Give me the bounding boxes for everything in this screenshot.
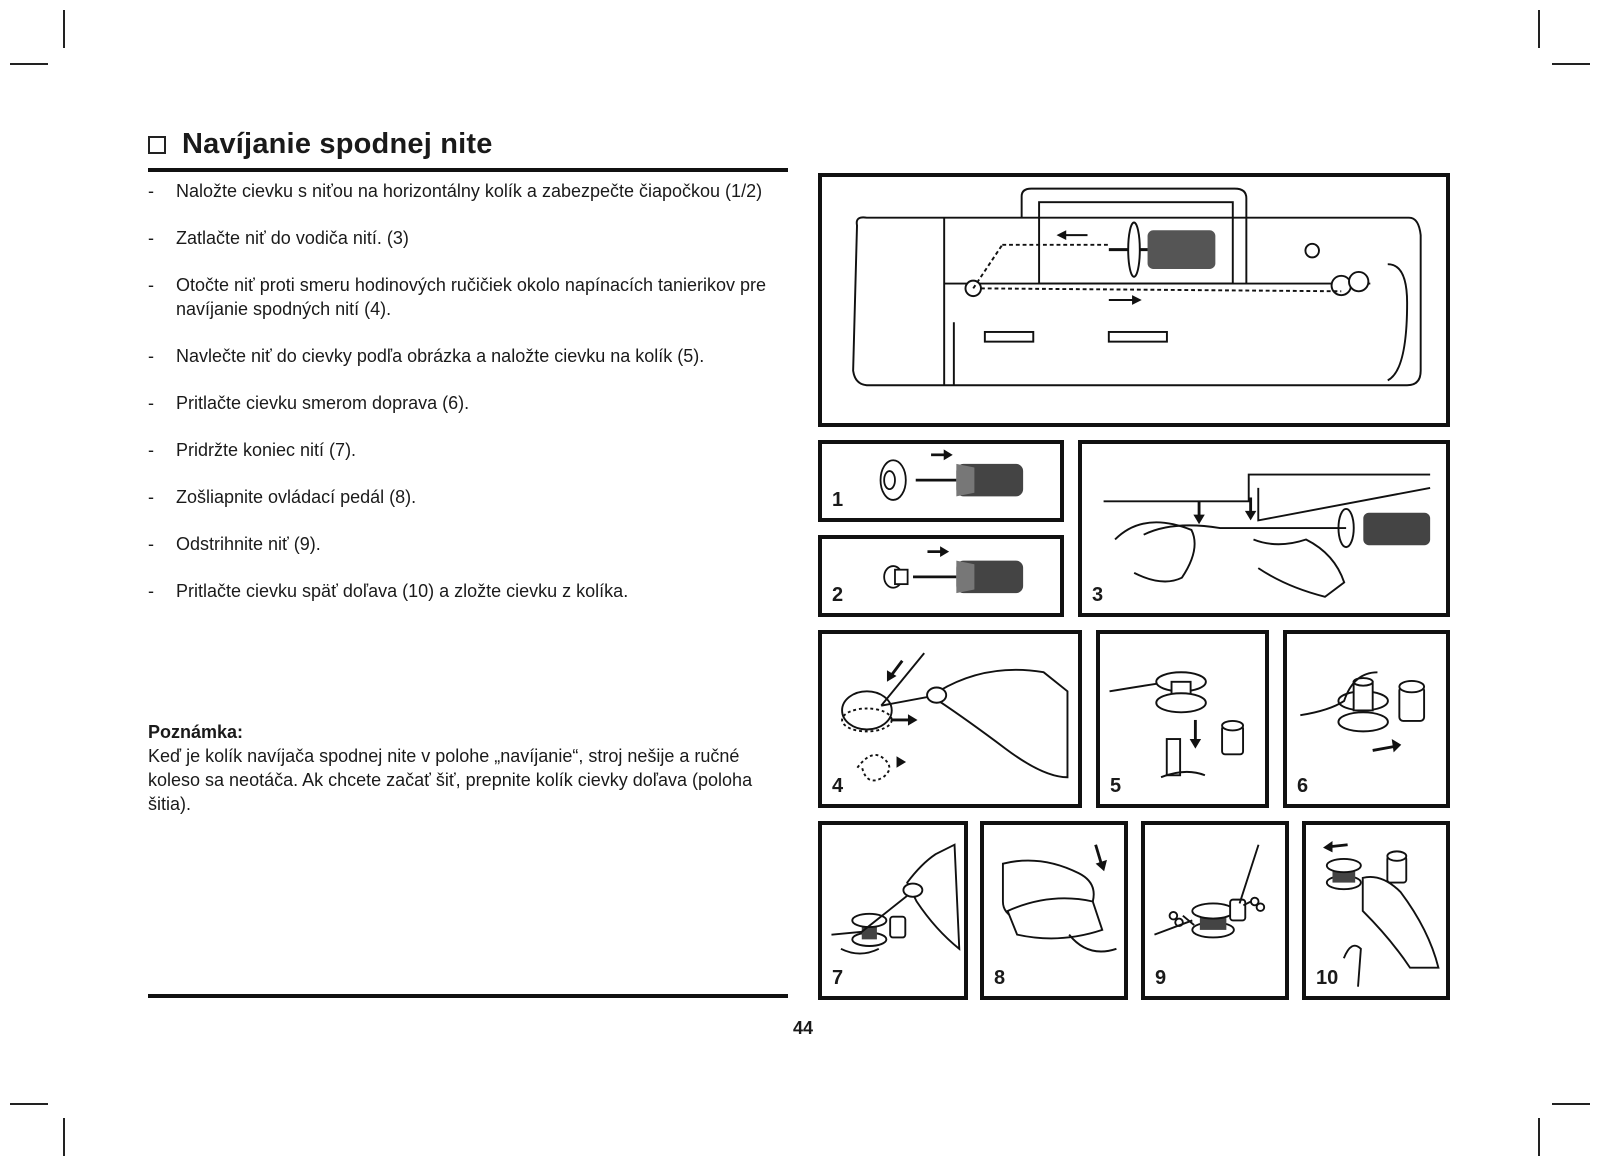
figure-3: 3 <box>1078 440 1450 617</box>
figure-7: 7 <box>818 821 968 1000</box>
bobbin-push-left-drawing <box>1323 840 1440 987</box>
crop-mark <box>1538 10 1540 48</box>
page-number: 44 <box>792 1018 814 1038</box>
crop-mark <box>1552 63 1590 65</box>
figure-10: 10 <box>1302 821 1450 1000</box>
bobbin-threading-drawing <box>1109 671 1245 779</box>
page-title: Navíjanie spodnej nite <box>182 128 493 160</box>
list-item: -Zošliapnite ovládací pedál (8). <box>148 487 417 507</box>
figure-number: 9 <box>1155 967 1167 989</box>
tension-disc-hand-drawing <box>841 652 1069 782</box>
list-item: -Pritlačte cievku späť doľava (10) a zlo… <box>148 581 629 601</box>
foot-pedal-drawing <box>1001 844 1117 953</box>
thread-guide-hands-drawing <box>1103 473 1431 598</box>
figure-number: 7 <box>832 967 844 989</box>
list-item: -Odstrihnite niť (9). <box>148 534 321 554</box>
figure-number: 5 <box>1110 775 1122 797</box>
figure-2: 2 <box>818 535 1064 617</box>
sewing-machine-drawing <box>852 187 1422 387</box>
figure-number: 6 <box>1297 775 1309 797</box>
list-item: -Pridržte koniec nití (7). <box>148 440 357 460</box>
note-block: Poznámka: Keď je kolík navíjača spodnej … <box>148 720 788 816</box>
hold-thread-end-drawing <box>831 843 961 955</box>
instruction-list: -Naložte cievku s niťou na horizontálny … <box>148 179 788 626</box>
list-item: -Otočte niť proti smeru hodinových ručič… <box>148 275 767 319</box>
figure-number: 2 <box>832 584 844 606</box>
list-item: -Pritlačte cievku smerom doprava (6). <box>148 393 470 413</box>
list-item: -Zatlačte niť do vodiča nití. (3) <box>148 228 409 248</box>
figure-6: 6 <box>1283 630 1450 808</box>
bottom-rule <box>148 994 788 998</box>
figure-number: 10 <box>1316 967 1339 989</box>
heading-rule <box>148 168 788 172</box>
spool-cap-drawing <box>879 449 1024 501</box>
crop-mark <box>1552 1103 1590 1105</box>
note-title: Poznámka: <box>148 722 244 742</box>
figure-number: 4 <box>832 775 844 797</box>
machine-overview-illustration <box>818 173 1450 427</box>
figure-number: 3 <box>1092 584 1104 606</box>
cut-thread-drawing <box>1154 844 1266 939</box>
checkbox-square-icon <box>148 135 166 154</box>
section-heading: Navíjanie spodnej nite <box>148 128 493 161</box>
figure-4: 4 <box>818 630 1082 808</box>
figure-number: 1 <box>832 489 844 511</box>
crop-mark <box>63 1118 65 1156</box>
crop-mark <box>63 10 65 48</box>
note-text: Keď je kolík navíjača spodnej nite v pol… <box>148 746 753 814</box>
figure-number: 8 <box>994 967 1006 989</box>
figure-8: 8 <box>980 821 1128 1000</box>
list-item: -Navlečte niť do cievky podľa obrázka a … <box>148 346 705 366</box>
crop-mark <box>10 1103 48 1105</box>
figure-1: 1 <box>818 440 1064 522</box>
crop-mark <box>1538 1118 1540 1156</box>
list-item: -Naložte cievku s niťou na horizontálny … <box>148 181 763 201</box>
bobbin-push-right-drawing <box>1300 671 1426 753</box>
crop-mark <box>10 63 48 65</box>
small-cap-drawing <box>883 546 1024 594</box>
figure-5: 5 <box>1096 630 1269 808</box>
figure-9: 9 <box>1141 821 1289 1000</box>
